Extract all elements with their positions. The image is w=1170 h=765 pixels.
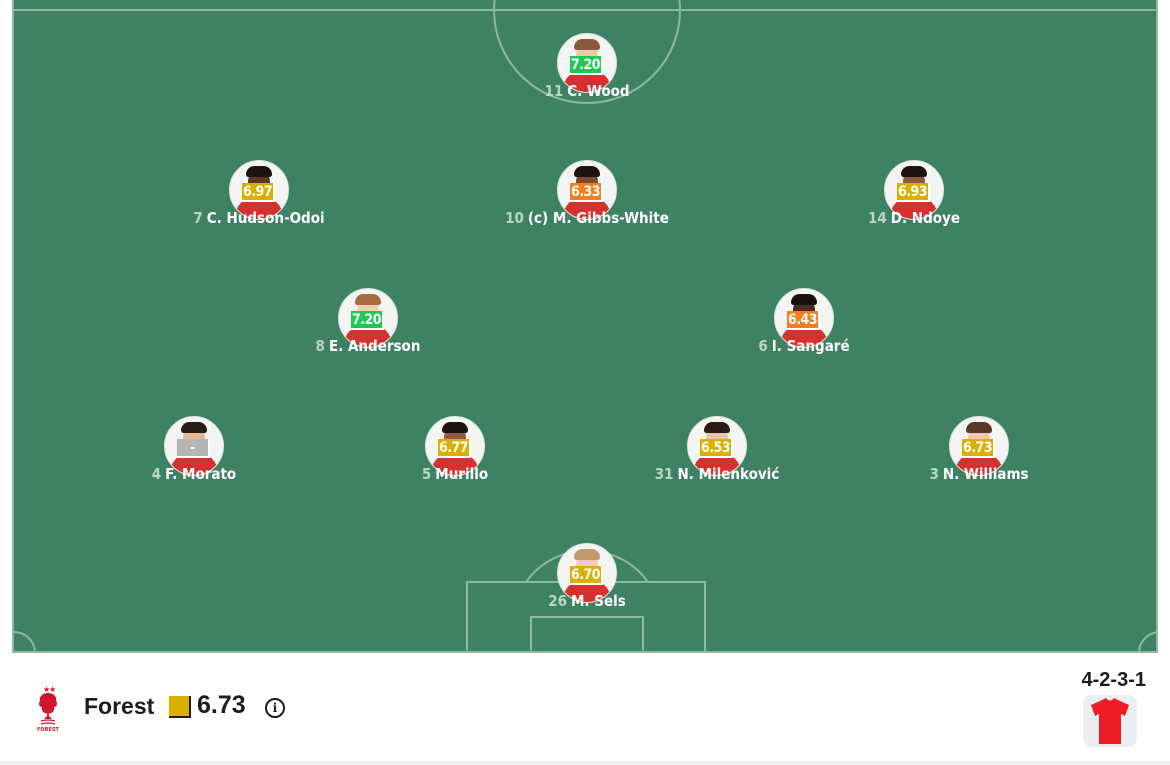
player-name: M. Sels: [570, 592, 626, 610]
player-label: 10(c) M. Gibbs-White: [437, 209, 737, 227]
svg-text:FOREST: FOREST: [37, 727, 60, 733]
team-rating: 6.73: [197, 691, 246, 719]
player-rating-badge: 7.20: [570, 56, 603, 75]
player-name: I. Sangaré: [771, 337, 850, 355]
player-rating-badge: 6.33: [570, 183, 603, 202]
divider: [0, 761, 1170, 765]
team-rating-badge: [169, 696, 191, 718]
player-number: 31: [654, 465, 674, 483]
player-name: Murillo: [435, 465, 489, 483]
team-name: Forest: [84, 693, 155, 719]
player-number: 6: [758, 337, 768, 355]
player-number: 26: [548, 592, 567, 610]
formation-label: 4-2-3-1: [1081, 669, 1146, 691]
team-summary-bar: ★ ★ FOREST Forest 6.73 i 4-2-3-1: [0, 655, 1170, 761]
player-name: C. Wood: [567, 82, 630, 100]
player-number: 5: [421, 465, 432, 483]
player-rating-badge: 6.53: [700, 439, 733, 458]
player-number: 4: [151, 465, 162, 483]
player-number: 8: [315, 337, 325, 355]
player-name: F. Morato: [165, 465, 237, 483]
player-number: 7: [193, 209, 203, 227]
player-name: N. Milenković: [677, 465, 780, 483]
team-kit-button[interactable]: [1083, 695, 1137, 747]
player-name: D. Ndoye: [890, 209, 960, 227]
forest-crest-icon: ★ ★ FOREST: [36, 685, 60, 733]
player-rating-badge: 6.97: [242, 183, 275, 202]
player-rating-badge: 6.70: [570, 566, 603, 585]
player-number: 10: [505, 209, 524, 227]
player-rating-badge: -: [177, 439, 210, 458]
player-avatar: [338, 288, 398, 348]
player-number: 14: [868, 209, 887, 227]
player-number: 11: [544, 82, 564, 100]
player-name: E. Anderson: [328, 337, 421, 355]
player-rating-badge: 7.20: [351, 311, 384, 330]
player-name: C. Hudson-Odoi: [206, 209, 325, 227]
player-rating-badge: 6.93: [897, 183, 930, 202]
svg-text:★: ★: [49, 685, 56, 694]
player-rating-badge: 6.77: [438, 439, 471, 458]
svg-text:★: ★: [43, 685, 50, 694]
player-rating-badge: 6.73: [962, 439, 995, 458]
player-number: 3: [929, 465, 939, 483]
player-name: (c) M. Gibbs-White: [527, 209, 669, 227]
player-avatar: [557, 160, 617, 220]
info-icon[interactable]: i: [265, 698, 285, 718]
player-rating-badge: 6.43: [787, 311, 820, 330]
shirt-icon: [1091, 698, 1129, 744]
player-name: N. Williams: [942, 465, 1029, 483]
